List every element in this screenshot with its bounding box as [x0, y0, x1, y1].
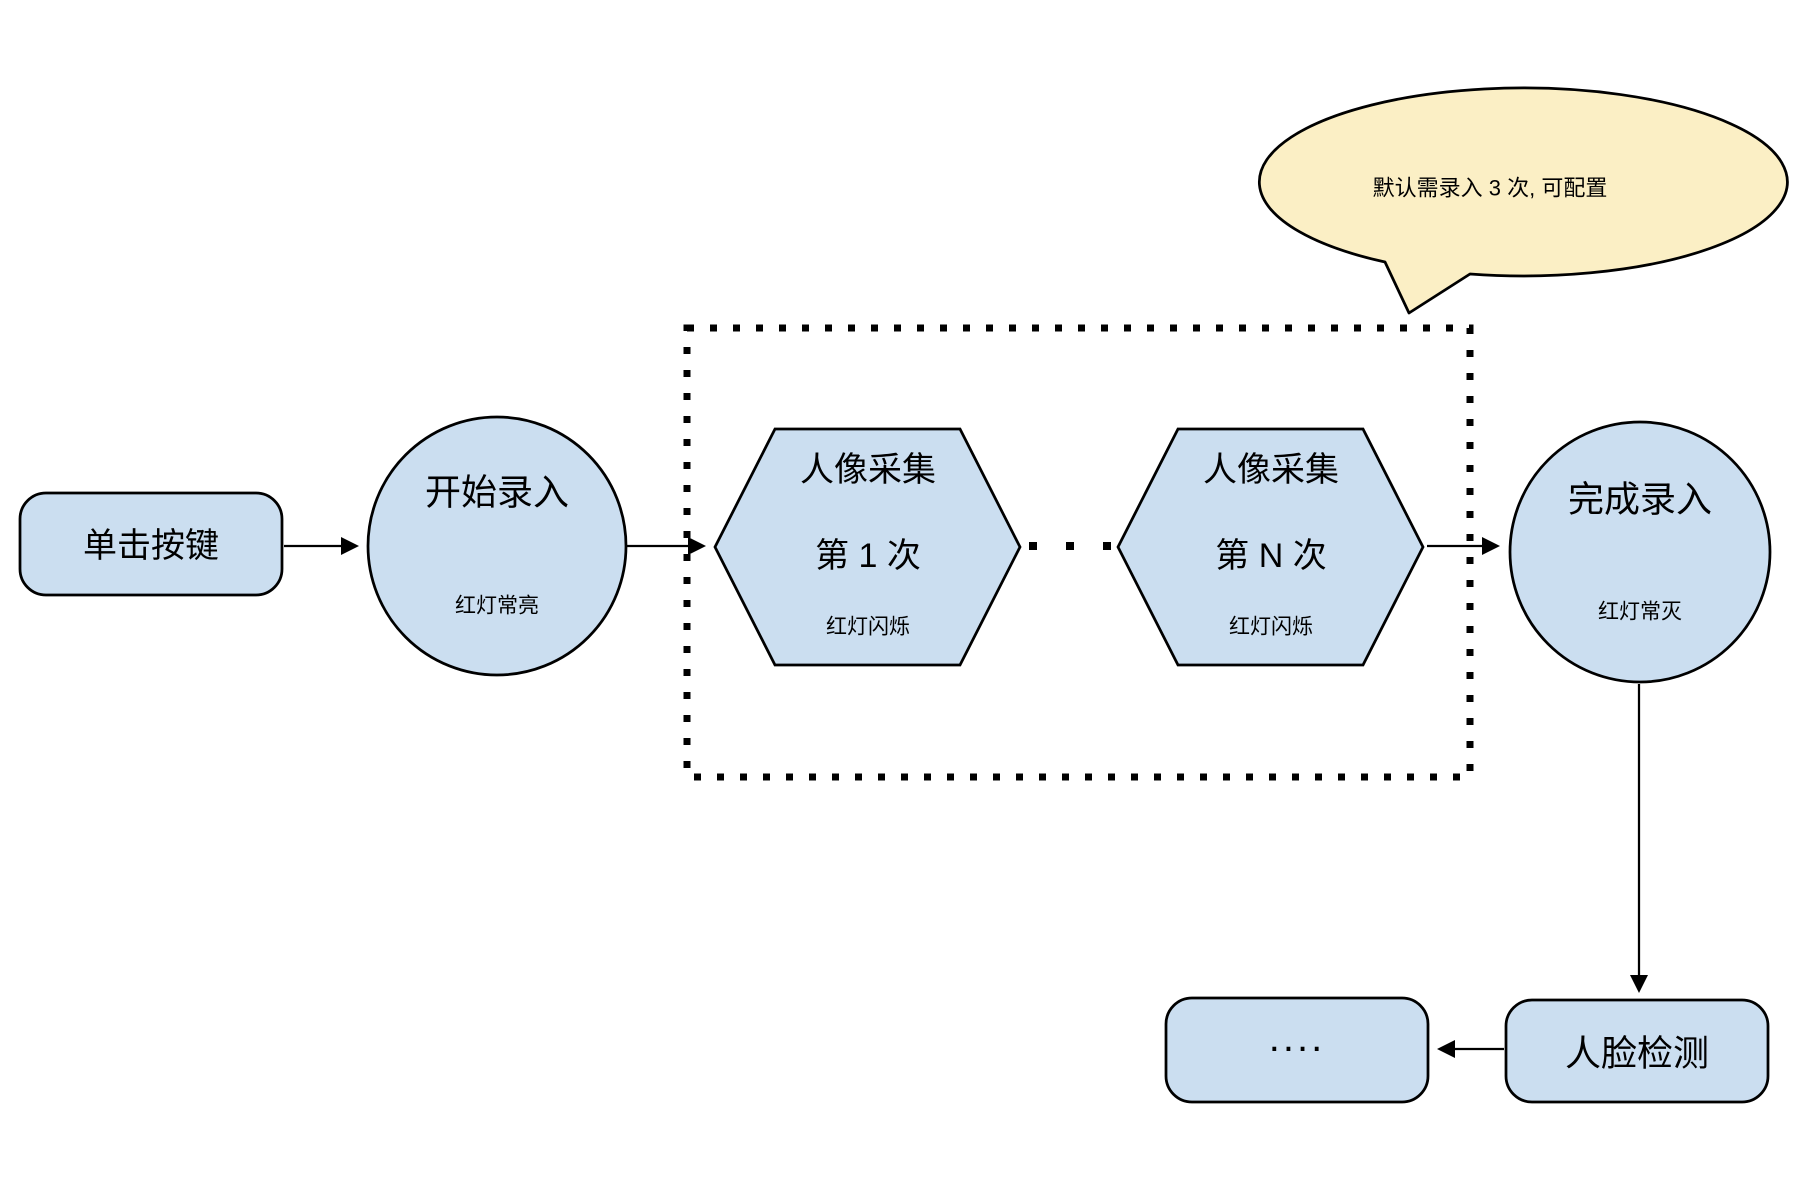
node-finish-enroll: 完成录入 红灯常灭 [1508, 420, 1772, 684]
start-enroll-title: 开始录入 [425, 472, 569, 513]
finish-enroll-shape [1508, 420, 1772, 684]
node-capture-nth: 人像采集 第 N 次 红灯闪烁 [1116, 427, 1425, 667]
callout-bubble-shape [1257, 86, 1789, 315]
capture-first-status: 红灯闪烁 [826, 616, 910, 639]
face-detect-shape [1504, 998, 1770, 1104]
face-detect-label: 人脸检测 [1565, 1033, 1709, 1074]
click-button-label: 单击按键 [83, 527, 219, 565]
node-continuation: .... [1164, 996, 1430, 1104]
click-button-shape [18, 491, 284, 597]
capture-nth-subtitle: 第 N 次 [1215, 537, 1326, 575]
continuation-label: .... [1269, 1016, 1325, 1060]
node-face-detect: 人脸检测 [1504, 998, 1770, 1104]
repeat-ellipsis-dots [1029, 542, 1111, 550]
start-enroll-status: 红灯常亮 [455, 595, 539, 618]
finish-enroll-status: 红灯常灭 [1598, 601, 1682, 624]
node-capture-first: 人像采集 第 1 次 红灯闪烁 [713, 427, 1022, 667]
capture-nth-status: 红灯闪烁 [1229, 616, 1313, 639]
repeat-group-dotted-border [683, 324, 1474, 781]
capture-first-subtitle: 第 1 次 [815, 537, 921, 575]
continuation-shape [1164, 996, 1430, 1104]
callout-text: 默认需录入 3 次, 可配置 [1373, 176, 1608, 201]
capture-first-shape [713, 427, 1022, 667]
node-click-button: 单击按键 [18, 491, 284, 597]
finish-enroll-title: 完成录入 [1568, 479, 1712, 520]
capture-nth-shape [1116, 427, 1425, 667]
callout-bubble: 默认需录入 3 次, 可配置 [1257, 86, 1789, 315]
node-start-enroll: 开始录入 红灯常亮 [366, 415, 628, 677]
capture-nth-title: 人像采集 [1203, 451, 1339, 489]
capture-first-title: 人像采集 [800, 451, 936, 489]
start-enroll-shape [366, 415, 628, 677]
